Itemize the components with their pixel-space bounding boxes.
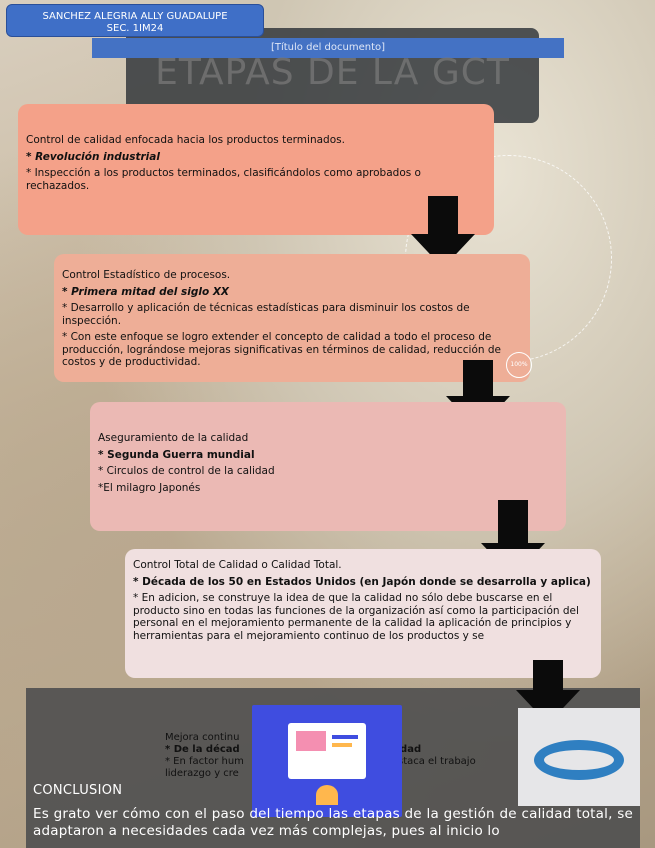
arrow-stem: [428, 196, 458, 236]
stage-highlight: * Segunda Guerra mundial: [98, 449, 558, 462]
stage-intro: Control Estadístico de procesos.: [62, 269, 522, 282]
stage-box-4: Control Total de Calidad o Calidad Total…: [125, 549, 601, 678]
stage-box-2: Control Estadístico de procesos. * Prime…: [54, 254, 530, 382]
stage-detail: *El milagro Japonés: [98, 482, 558, 495]
author-badge: SANCHEZ ALEGRIA ALLY GUADALUPE SEC. 1IM2…: [6, 4, 264, 37]
stage-intro: Control Total de Calidad o Calidad Total…: [133, 559, 593, 572]
stage-highlight: * Primera mitad del siglo XX: [62, 286, 522, 299]
stage-detail: * En adicion, se construye la idea de qu…: [133, 592, 593, 642]
percent-badge: 100%: [506, 352, 532, 378]
author-group: SEC. 1IM24: [7, 23, 263, 35]
stage-detail: * Desarrollo y aplicación de técnicas es…: [62, 302, 522, 327]
team-illustration: [518, 708, 640, 806]
arrow-stem: [463, 360, 493, 398]
arrow-stem: [533, 660, 563, 692]
stage-highlight: * Década de los 50 en Estados Unidos (en…: [133, 576, 593, 589]
stage-highlight: * De la décad: [165, 744, 240, 755]
stage-detail: * Inspección a los productos terminados,…: [26, 167, 486, 192]
conclusion-title: CONCLUSION: [33, 783, 122, 798]
dashboard-illustration: [252, 705, 402, 817]
conclusion-text: Es grato ver cómo con el paso del tiempo…: [33, 806, 633, 840]
stage-box-3: Aseguramiento de la calidad * Segunda Gu…: [90, 402, 566, 531]
stage-detail: * Circulos de control de la calidad: [98, 465, 558, 478]
stage-box-1: Control de calidad enfocada hacia los pr…: [18, 104, 494, 235]
stage-detail: * En factor hum: [165, 756, 244, 767]
stage-highlight: * Revolución industrial: [26, 151, 486, 164]
stage-intro: Control de calidad enfocada hacia los pr…: [26, 134, 486, 147]
arrow-stem: [498, 500, 528, 545]
page-title: ETAPAS DE LA GCT: [126, 52, 539, 93]
stage-intro: Aseguramiento de la calidad: [98, 432, 558, 445]
author-name: SANCHEZ ALEGRIA ALLY GUADALUPE: [7, 11, 263, 23]
stage-detail: * Con este enfoque se logro extender el …: [62, 331, 522, 369]
